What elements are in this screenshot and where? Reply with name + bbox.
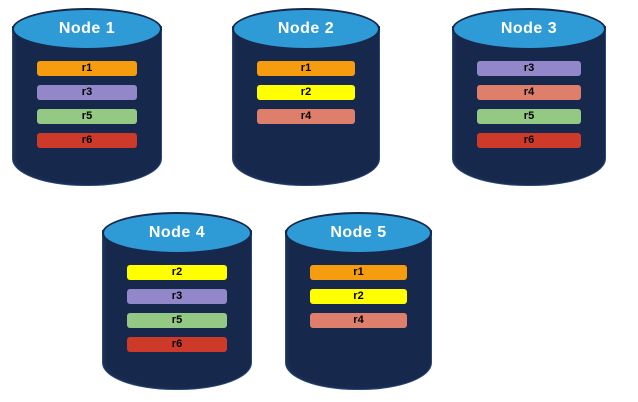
record-bar-r5[interactable]: r5 xyxy=(37,109,137,124)
record-label: r5 xyxy=(523,110,535,122)
cylinder-body xyxy=(285,230,432,390)
record-label: r1 xyxy=(353,266,364,278)
record-label: r6 xyxy=(523,134,535,146)
record-label: r4 xyxy=(300,110,312,122)
cylinder-body xyxy=(232,26,380,186)
node-title: Node 3 xyxy=(500,19,558,37)
cylinder-top: Node 2 xyxy=(232,8,380,50)
record-bar-r6[interactable]: r6 xyxy=(127,337,227,352)
record-label: r2 xyxy=(353,290,364,302)
record-bar-r3[interactable]: r3 xyxy=(127,289,227,304)
record-bar-r3[interactable]: r3 xyxy=(37,85,137,100)
record-bar-r4[interactable]: r4 xyxy=(477,85,581,100)
record-bar-r1[interactable]: r1 xyxy=(257,61,355,76)
record-label: r3 xyxy=(81,86,93,98)
record-label: r4 xyxy=(523,86,535,98)
record-label: r5 xyxy=(81,110,93,122)
record-list: r1 r2 r4 xyxy=(257,61,355,124)
record-label: r3 xyxy=(171,290,183,302)
record-list: r3 r4 r5 r6 xyxy=(477,61,581,148)
node-title: Node 5 xyxy=(330,223,387,241)
cylinder-body xyxy=(452,26,606,186)
record-label: r6 xyxy=(81,134,93,146)
cylinder-top: Node 4 xyxy=(102,212,252,254)
record-label: r3 xyxy=(523,62,535,74)
database-node-2[interactable]: Node 2 r1 r2 r4 xyxy=(232,8,380,186)
node-title: Node 2 xyxy=(277,19,335,37)
record-label: r5 xyxy=(171,314,183,326)
record-bar-r1[interactable]: r1 xyxy=(310,265,407,280)
record-label: r2 xyxy=(300,86,312,98)
record-label: r1 xyxy=(300,62,312,74)
database-node-4[interactable]: Node 4 r2 r3 r5 r6 xyxy=(102,212,252,390)
record-bar-r2[interactable]: r2 xyxy=(127,265,227,280)
record-label: r4 xyxy=(353,314,364,326)
database-node-3[interactable]: Node 3 r3 r4 r5 r6 xyxy=(452,8,606,186)
node-title: Node 4 xyxy=(148,223,206,241)
record-bar-r2[interactable]: r2 xyxy=(310,289,407,304)
record-bar-r5[interactable]: r5 xyxy=(477,109,581,124)
cylinder-body xyxy=(102,230,252,390)
cylinder-top: Node 5 xyxy=(285,212,432,254)
cylinder-top: Node 1 xyxy=(12,8,162,50)
record-label: r1 xyxy=(81,62,93,74)
record-list: r1 r2 r4 xyxy=(310,265,407,328)
cylinder-top: Node 3 xyxy=(452,8,606,50)
record-bar-r6[interactable]: r6 xyxy=(477,133,581,148)
record-bar-r4[interactable]: r4 xyxy=(257,109,355,124)
record-list: r2 r3 r5 r6 xyxy=(127,265,227,352)
record-bar-r4[interactable]: r4 xyxy=(310,313,407,328)
node-title: Node 1 xyxy=(58,19,116,37)
record-bar-r2[interactable]: r2 xyxy=(257,85,355,100)
record-bar-r5[interactable]: r5 xyxy=(127,313,227,328)
record-list: r1 r3 r5 r6 xyxy=(37,61,137,148)
record-label: r2 xyxy=(171,266,183,278)
database-node-5[interactable]: Node 5 r1 r2 r4 xyxy=(285,212,432,390)
database-node-1[interactable]: Node 1 r1 r3 r5 r6 xyxy=(12,8,162,186)
record-bar-r1[interactable]: r1 xyxy=(37,61,137,76)
record-bar-r3[interactable]: r3 xyxy=(477,61,581,76)
record-label: r6 xyxy=(171,338,183,350)
record-bar-r6[interactable]: r6 xyxy=(37,133,137,148)
cylinder-body xyxy=(12,26,162,186)
